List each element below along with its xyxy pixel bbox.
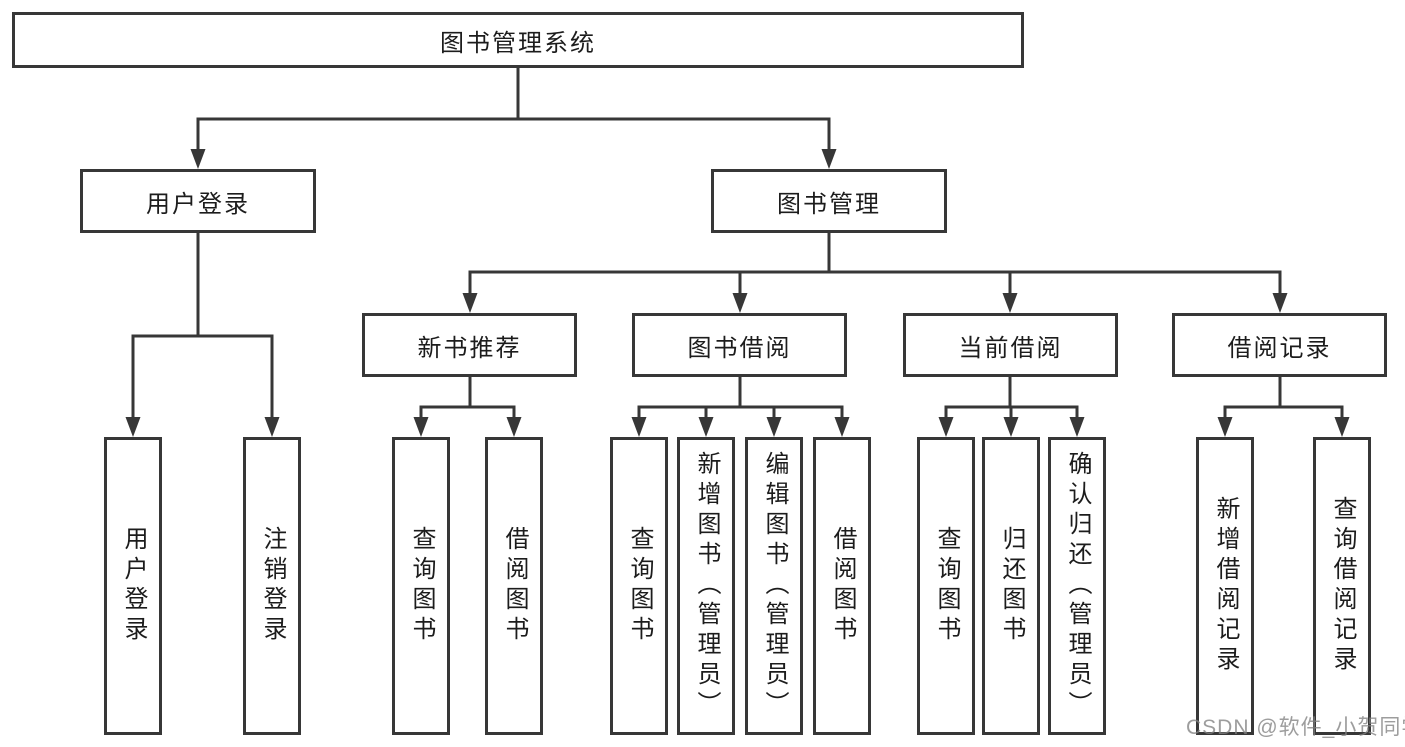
node-new-books: 新书推荐 <box>362 313 577 377</box>
leaf-user-login-login: 用户登录 <box>104 437 162 735</box>
node-user-login: 用户登录 <box>80 169 316 233</box>
leaf-new-books-query: 查询图书 <box>392 437 450 735</box>
leaf-current-borrow-return: 归还图书 <box>982 437 1040 735</box>
leaf-borrow-records-query: 查询借阅记录 <box>1313 437 1371 735</box>
node-root: 图书管理系统 <box>12 12 1024 68</box>
leaf-new-books-borrow: 借阅图书 <box>485 437 543 735</box>
leaf-book-borrow-query: 查询图书 <box>610 437 668 735</box>
node-borrow-records: 借阅记录 <box>1172 313 1387 377</box>
leaf-borrow-records-add: 新增借阅记录 <box>1196 437 1254 735</box>
watermark: CSDN @软件_小贺同学 <box>1186 716 1405 739</box>
leaf-book-borrow-add: 新增图书（管理员） <box>677 437 735 735</box>
leaf-current-borrow-query: 查询图书 <box>917 437 975 735</box>
leaf-book-borrow-edit: 编辑图书（管理员） <box>745 437 803 735</box>
node-book-mgmt: 图书管理 <box>711 169 947 233</box>
leaf-current-borrow-confirm: 确认归还（管理员） <box>1048 437 1106 735</box>
node-current-borrow: 当前借阅 <box>903 313 1118 377</box>
leaf-user-login-logout: 注销登录 <box>243 437 301 735</box>
node-book-borrow: 图书借阅 <box>632 313 847 377</box>
leaf-book-borrow-borrow: 借阅图书 <box>813 437 871 735</box>
